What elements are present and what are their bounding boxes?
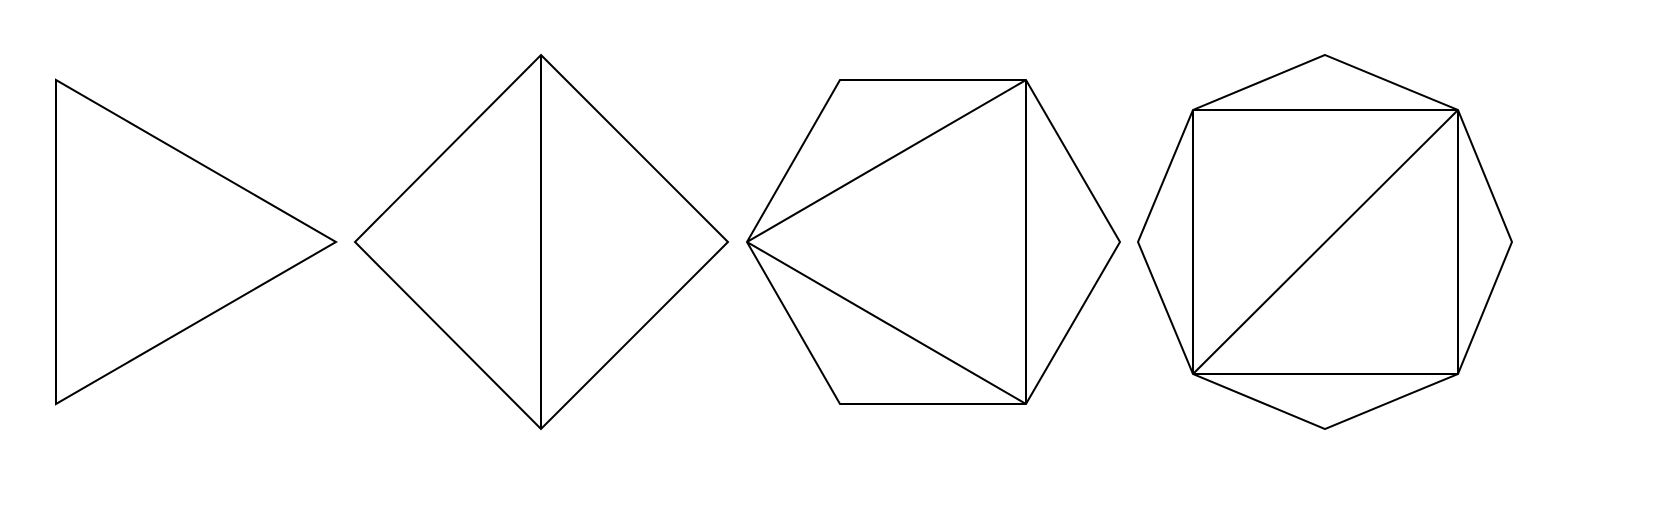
octagon-outline [1136, 53, 1514, 431]
hexagon-diagonal-1 [746, 79, 1027, 243]
hexagon-diagonal-3 [746, 241, 1027, 405]
triangle-figure [55, 78, 338, 406]
triangle-outline [55, 78, 338, 406]
octagon-figure [1136, 53, 1514, 431]
hexagon-outline [745, 79, 1122, 405]
octagon-diagonal-5 [1192, 109, 1459, 375]
hexagon-figure [745, 79, 1122, 405]
square-figure [353, 53, 730, 431]
